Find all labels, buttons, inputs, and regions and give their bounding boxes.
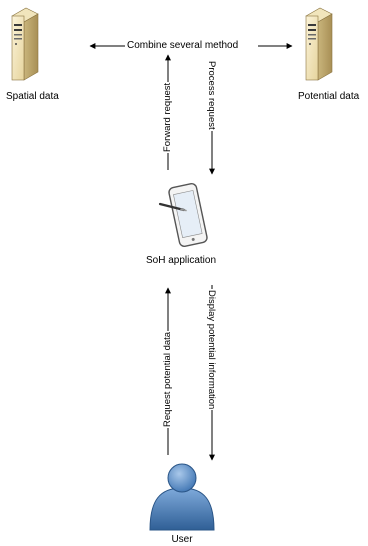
display-potential-information-label: Display potential information (206, 289, 217, 411)
combine-several-method-label: Combine several method (126, 40, 240, 52)
server-icon (11, 7, 39, 81)
process-request-label: Process request (206, 60, 217, 131)
request-potential-data-label: Request potential data (162, 330, 173, 428)
spatial-data-label: Spatial data (6, 91, 59, 102)
server-icon (305, 7, 333, 81)
user-label: User (171, 534, 193, 545)
user-icon (149, 463, 215, 531)
potential-data-label: Potential data (298, 91, 360, 102)
soh-application-label: SoH application (145, 255, 217, 266)
forward-request-label: Forward request (162, 81, 173, 153)
tablet-icon (158, 182, 208, 248)
